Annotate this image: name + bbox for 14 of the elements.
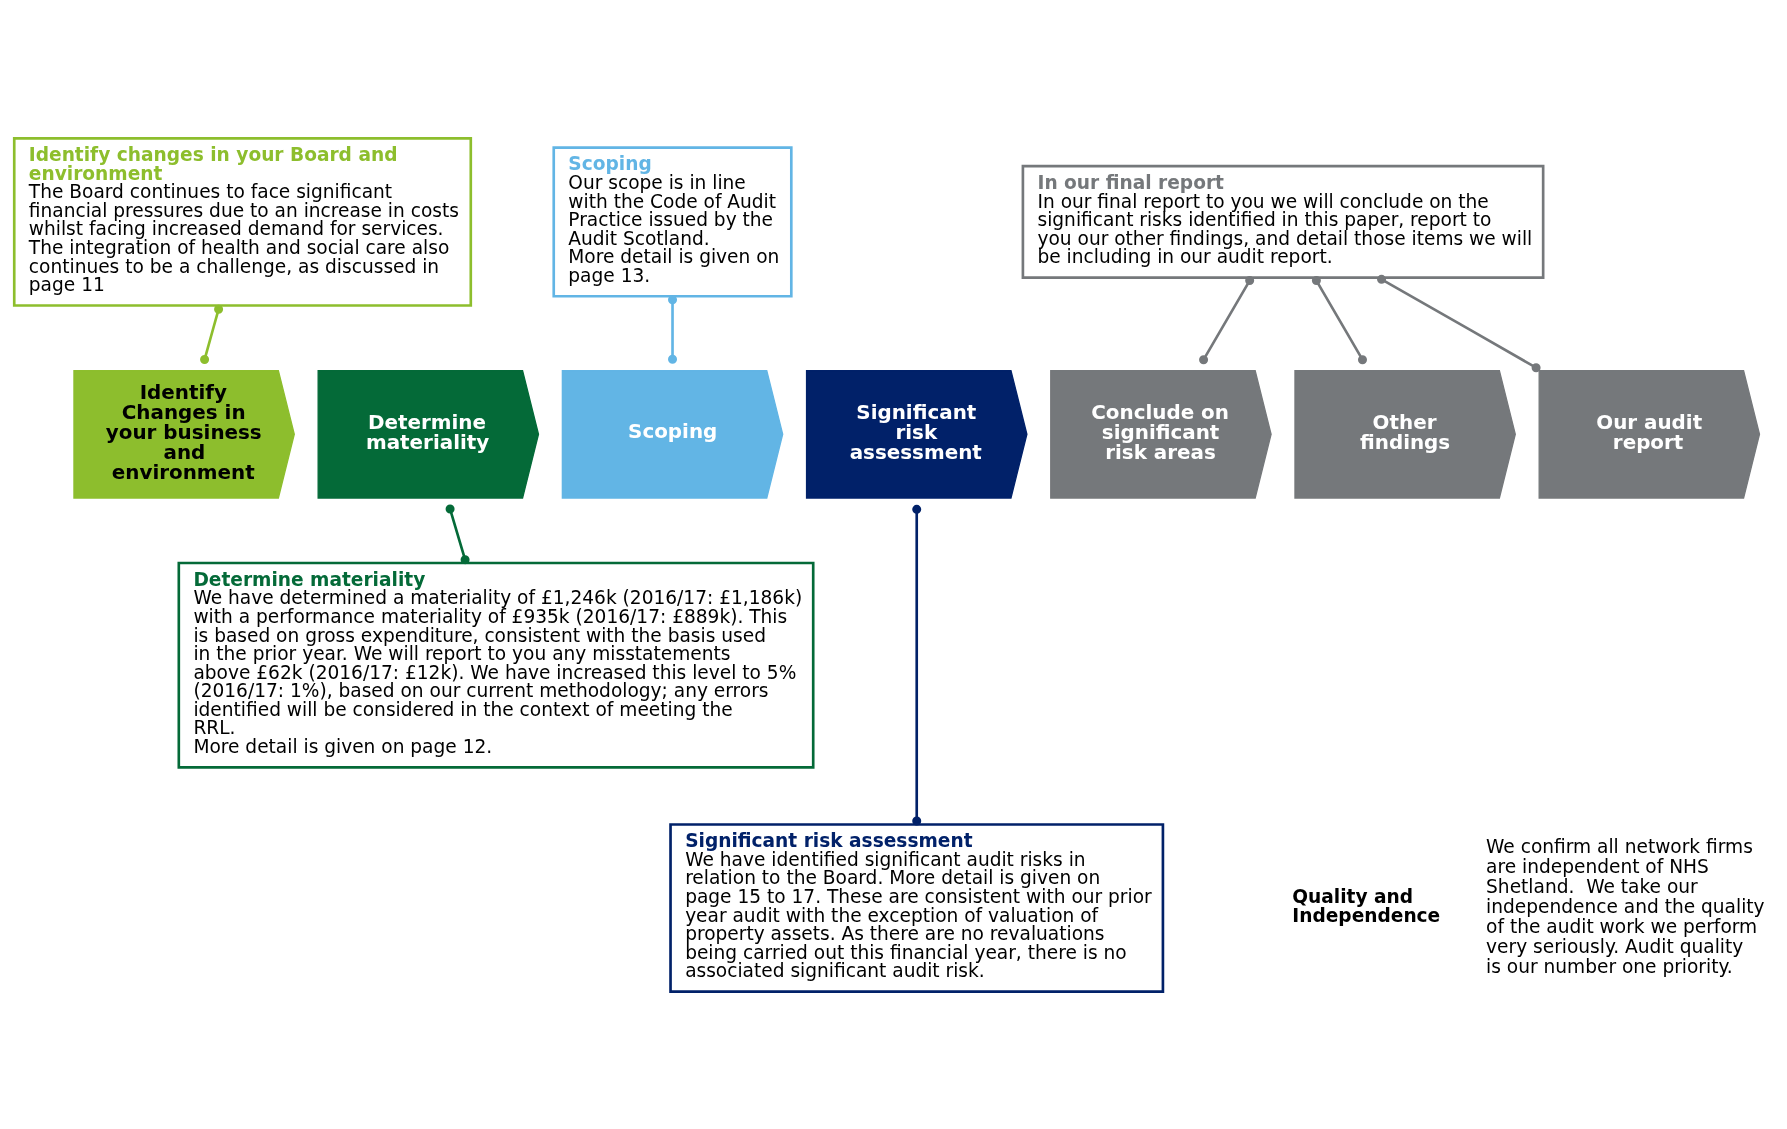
node-box: Significant risk assessment We have identified significant audit risks in relation to the Board. More detail is given on page 15 to 17. These are consistent with our prior year audit with the exception of valuation of property assets. As there are no revaluations being carried out this financial year, there is no associated significant audit risk.	[669, 822, 1165, 993]
connector	[668, 294, 678, 364]
connector	[1377, 274, 1541, 372]
connector	[1199, 275, 1255, 364]
label: Quality and Independence	[1292, 885, 1441, 926]
node-box: In our final report In our final report to you we will conclude on the significant risks identified in this paper, report to you our other findings, and detail those items we will be including in our audit report.	[1021, 164, 1545, 279]
node-box: Scoping Our scope is in line with the Code of Audit Practice issued by the Audit Scotland. More detail is given on page 13.	[552, 145, 793, 298]
connector	[912, 504, 922, 826]
connector	[445, 504, 470, 564]
connector	[1311, 275, 1367, 364]
node-box: Determine materiality We have determined a materiality of £1,246k (2016/17: £1,186k) with a performance materiality of £935k (2016/17: £889k). This is based on gross expenditure, consistent with the basis used in the prior year. We will report to you any misstatements above £62k (2016/17: £12k). We have increased this level to 5% (2016/17: 1%), based on our current methodology; any errors identified will be considered in the context of meeting the RRL. More detail is given on page 12.	[177, 561, 815, 769]
connector	[200, 304, 224, 364]
node-box: Identify changes in your Board and environment The Board continues to face significant financial pressures due to an increase in costs whilst facing increased demand for services. The integration of health and social care also continues to be a challenge, as discussed in page 11	[12, 136, 473, 307]
label: We confirm all network firms are independent of NHS Shetland. We take our independence and the quality of the audit work we perform very seriously. Audit quality is our number one priority.	[1486, 835, 1765, 977]
